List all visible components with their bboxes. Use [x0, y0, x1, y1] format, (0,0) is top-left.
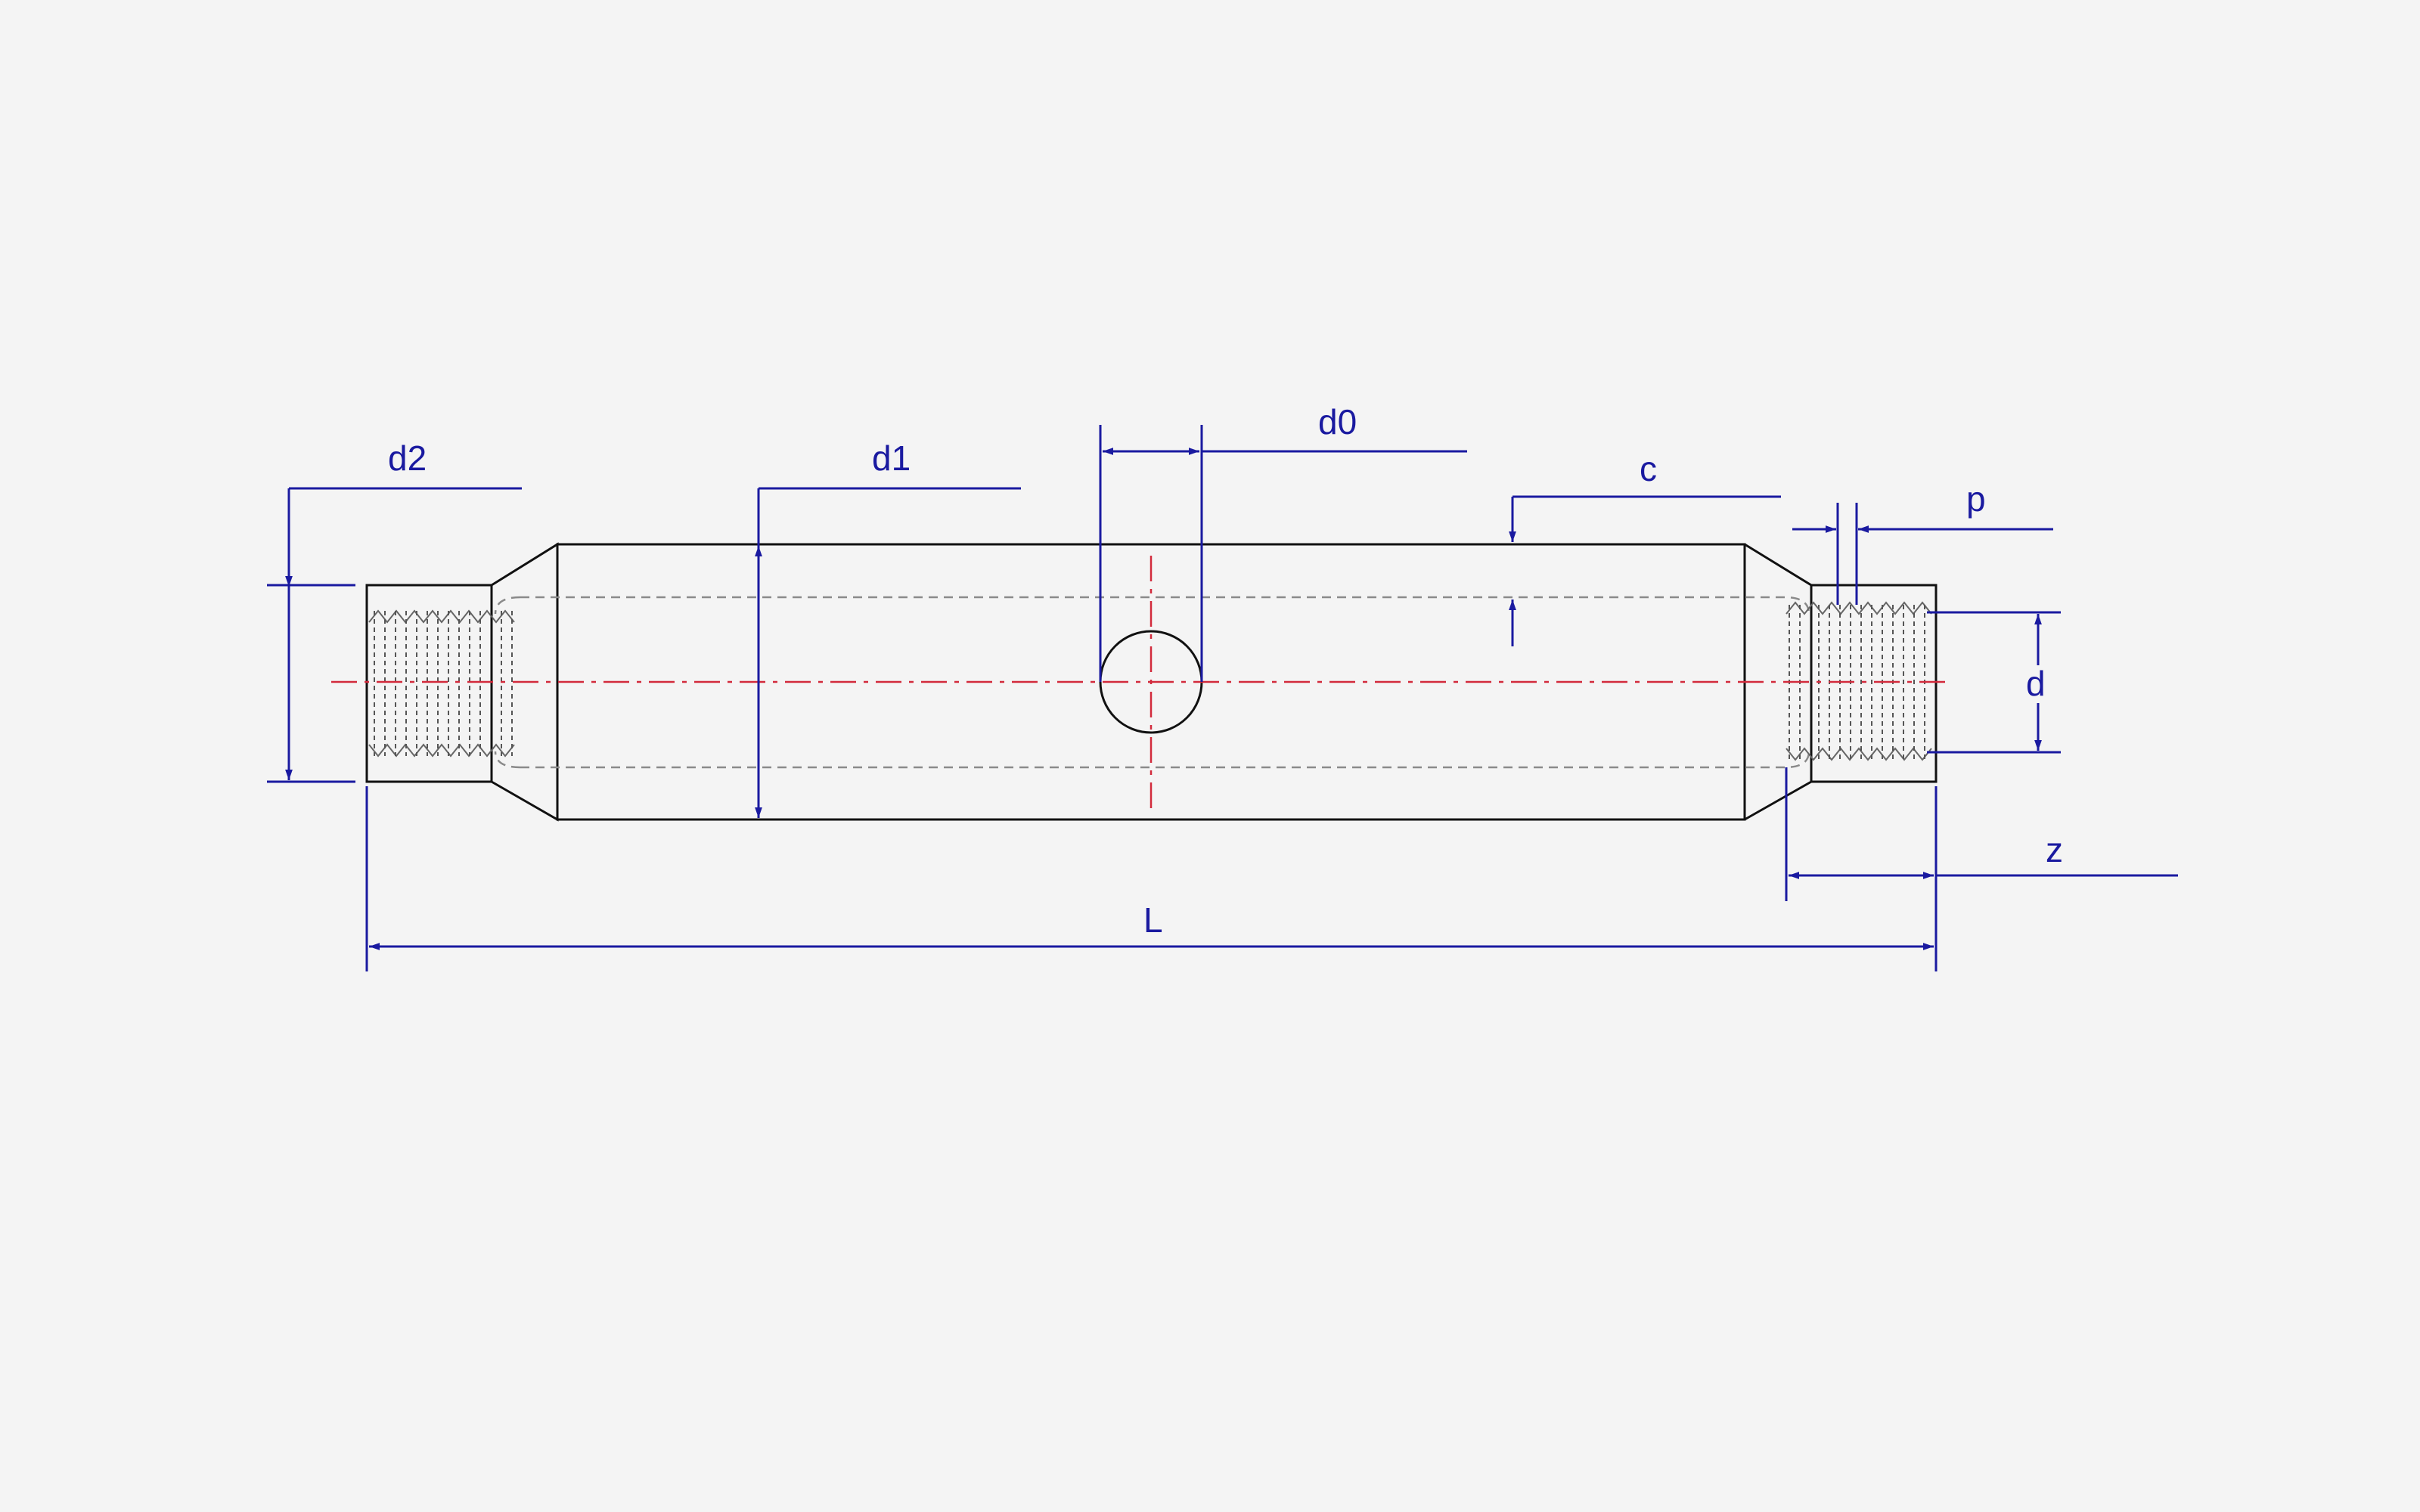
dimension-d2: d2 — [267, 438, 522, 783]
label-d1: d1 — [872, 438, 911, 478]
label-c: c — [1640, 449, 1657, 488]
label-d: d — [2026, 664, 2046, 703]
dimension-z: z — [1785, 767, 2178, 971]
label-L: L — [1143, 900, 1163, 940]
label-d2: d2 — [388, 438, 427, 478]
dimension-L: L — [365, 786, 1934, 971]
turnbuckle-body — [365, 542, 1938, 822]
right-threaded-end — [1810, 584, 1938, 783]
dimension-p: p — [1792, 479, 2053, 605]
dimension-d0: d0 — [1099, 402, 1467, 682]
left-threaded-end — [365, 584, 493, 783]
left-thread-hatch — [368, 609, 515, 758]
dimension-c: c — [1509, 449, 1781, 646]
dimension-d: d — [1927, 611, 2061, 754]
dimension-d1: d1 — [755, 438, 1021, 818]
label-p: p — [1966, 479, 1986, 519]
label-z: z — [2046, 830, 2063, 869]
label-d0: d0 — [1318, 402, 1357, 442]
